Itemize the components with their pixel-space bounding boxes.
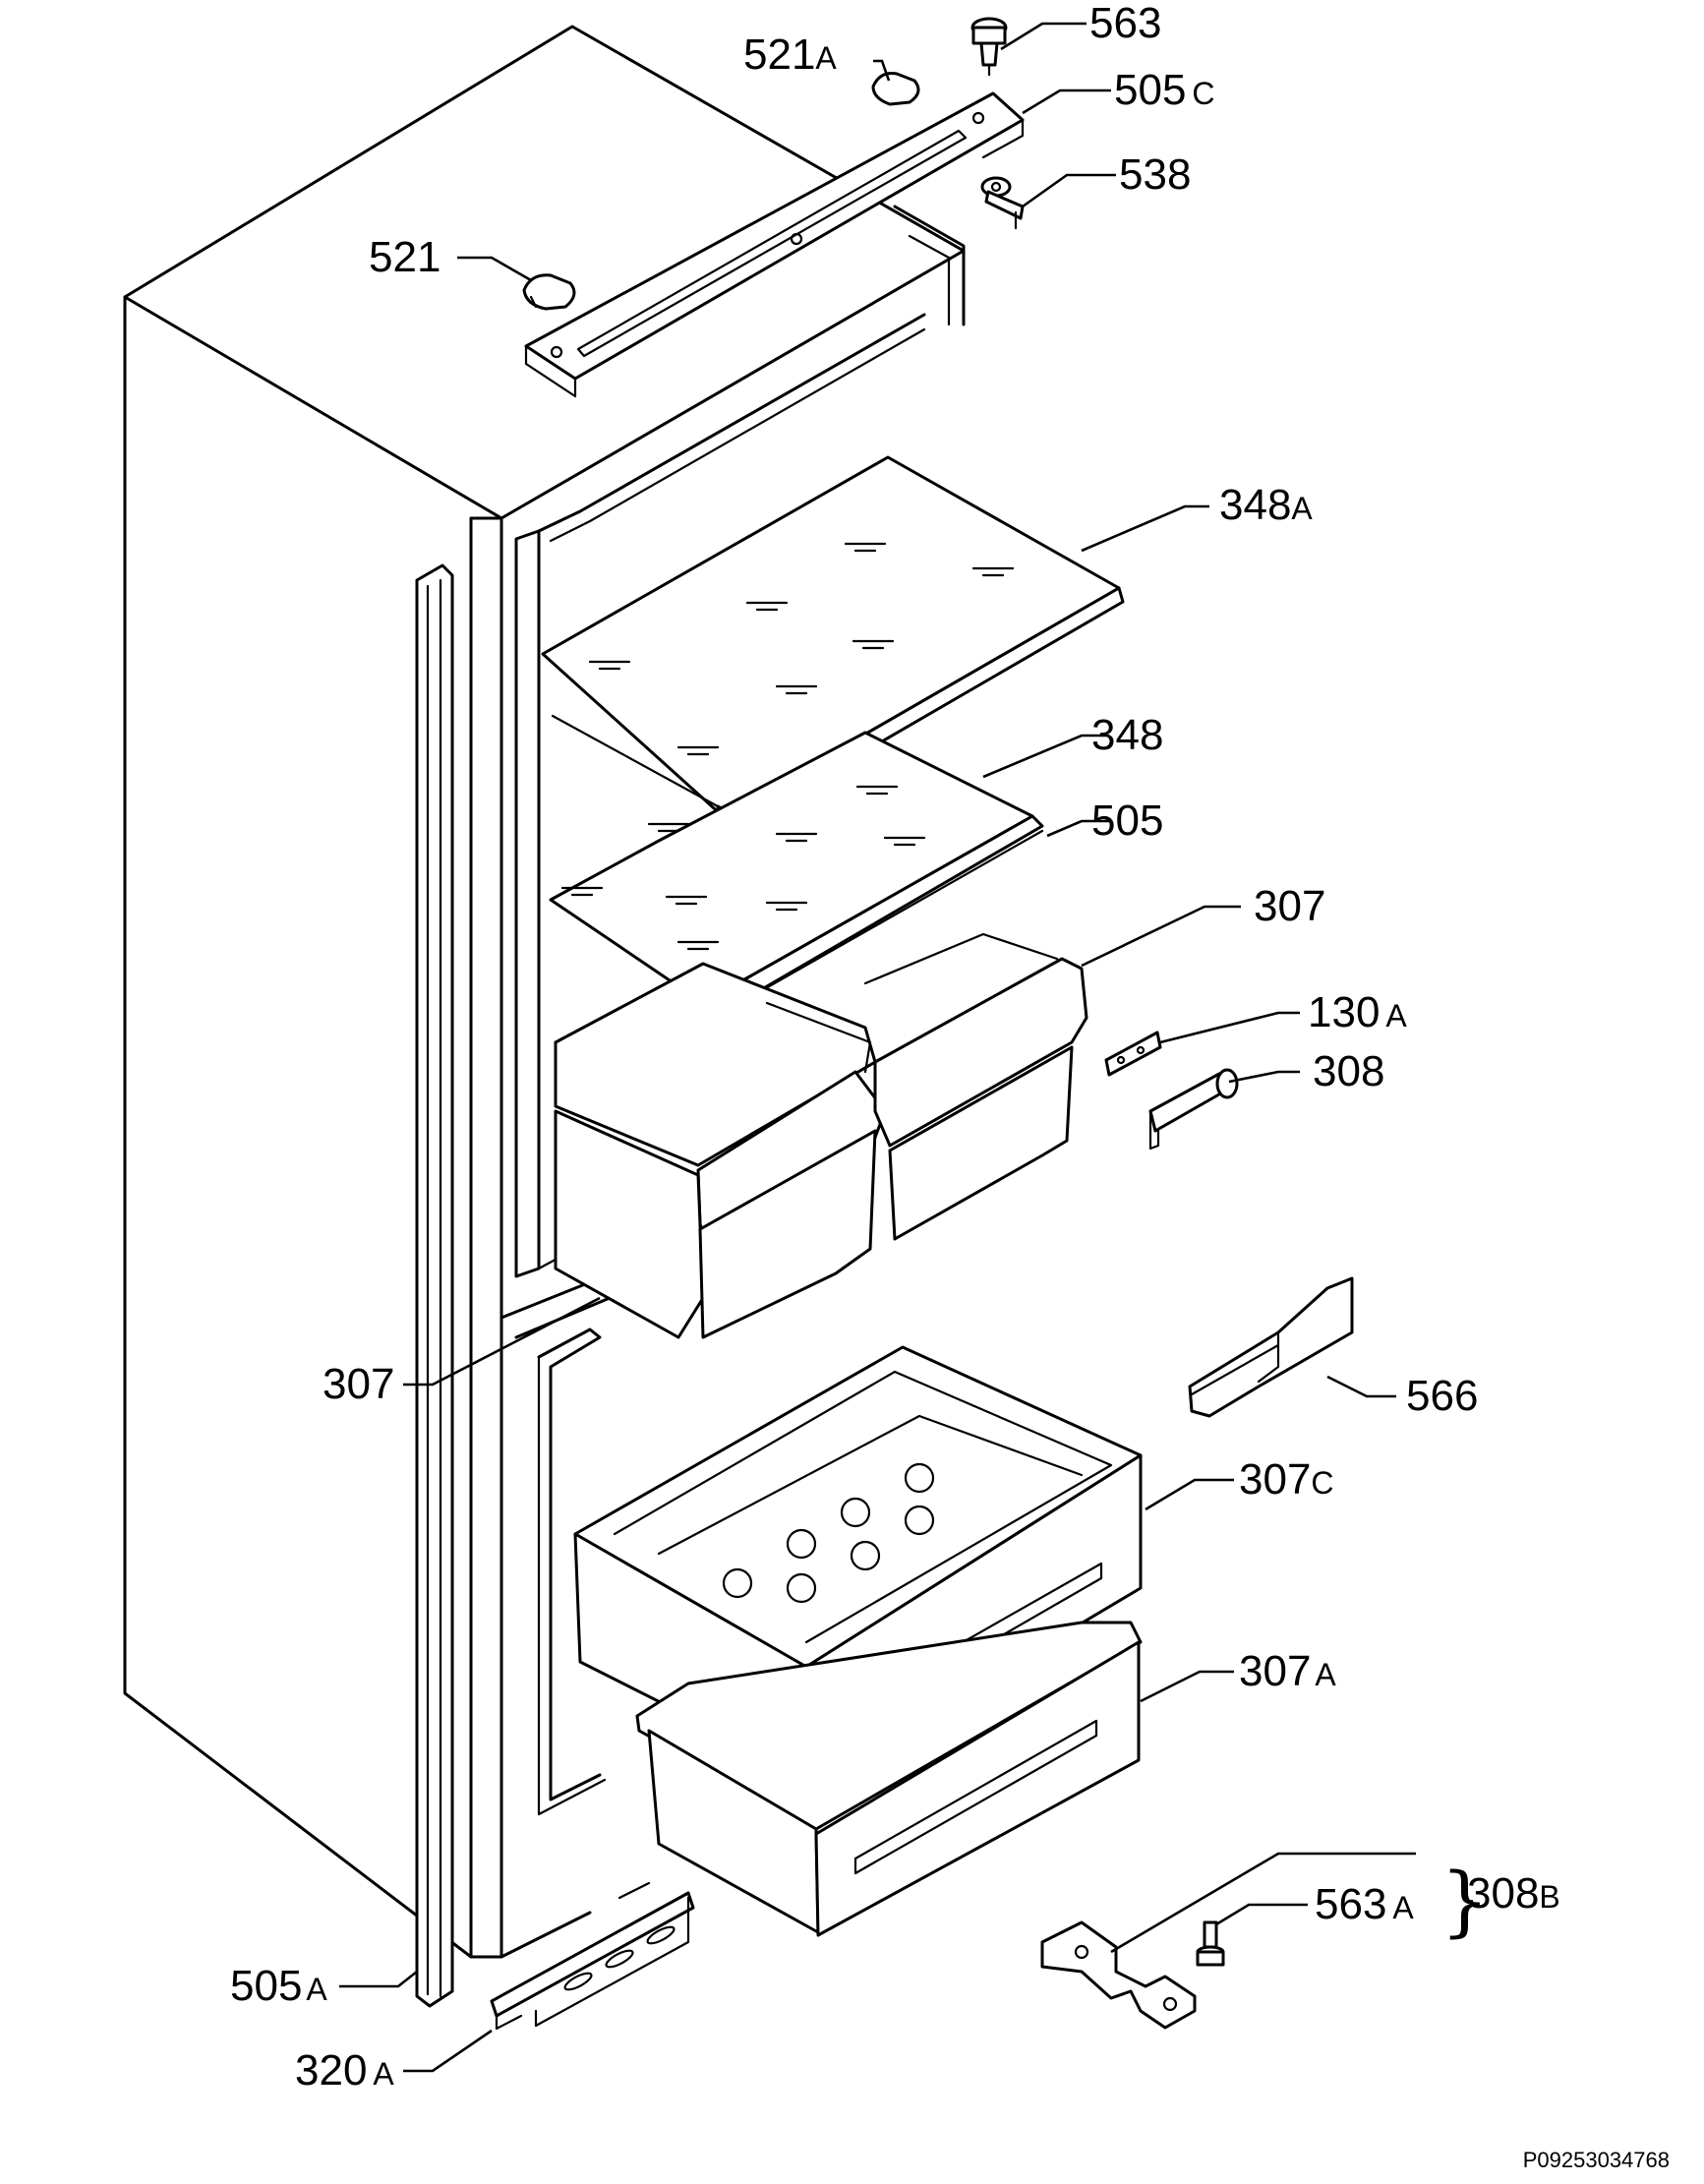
label-348a: 348A [1219, 481, 1313, 529]
label-521: 521 [369, 233, 441, 281]
label-563: 563 [1089, 0, 1161, 47]
label-307c: 307C [1239, 1455, 1334, 1504]
glass-shelf-348 [549, 731, 1044, 1020]
pin-538 [980, 176, 1025, 230]
label-308: 308 [1313, 1047, 1384, 1095]
cap-521 [522, 273, 576, 311]
cap-521a [871, 72, 920, 106]
screw-563a [1196, 1920, 1225, 1967]
cabinet-body [123, 25, 966, 1959]
crisper-drawers-307 [554, 932, 1088, 1339]
bottom-rail-320a [490, 1891, 695, 2031]
label-566: 566 [1406, 1372, 1478, 1420]
leader-lines [339, 22, 1416, 2073]
label-538: 538 [1119, 150, 1191, 199]
label-505: 505 [1091, 797, 1163, 845]
label-308b: 308B [1467, 1869, 1560, 1918]
bracket-130a [1104, 1031, 1162, 1077]
brace-308b: } [1440, 1858, 1490, 1946]
screw-563 [970, 17, 1008, 77]
freezer-drawer-307a [635, 1621, 1143, 1937]
hinge-308 [1148, 1068, 1239, 1151]
glass-marks [560, 542, 1015, 951]
label-307-left: 307 [323, 1360, 394, 1408]
hinge-plate-308b [1040, 1920, 1197, 2030]
flap-566 [1188, 1276, 1354, 1418]
door-gasket-505a [415, 563, 454, 2008]
top-hinge-bar-505c [524, 91, 1025, 398]
label-521a: 521A [743, 30, 837, 79]
label-307-top: 307 [1254, 882, 1325, 930]
drawing-code: P09253034768 [1523, 2148, 1670, 2172]
label-348: 348 [1091, 711, 1163, 759]
